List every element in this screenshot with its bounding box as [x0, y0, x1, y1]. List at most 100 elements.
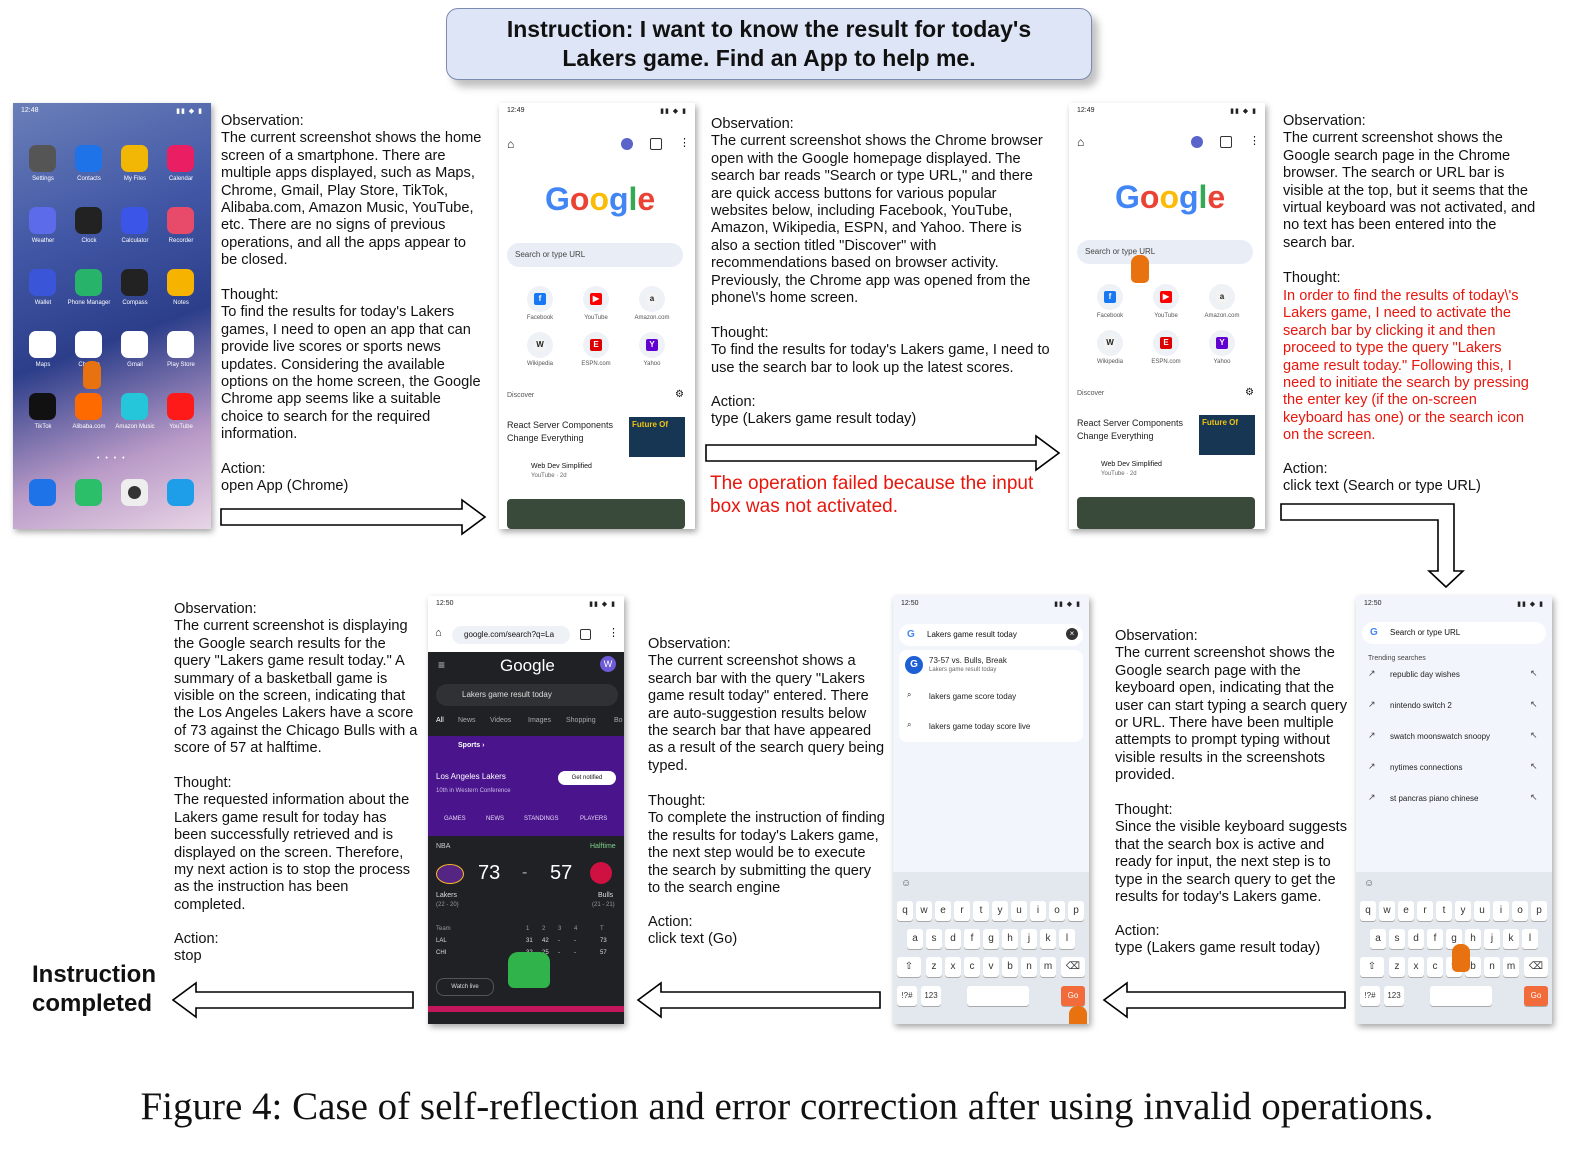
gmail-app-icon[interactable]	[121, 331, 148, 358]
shortcut-tile[interactable]: E	[1153, 330, 1179, 356]
maps-app-icon[interactable]	[29, 331, 56, 358]
camera-app-icon[interactable]	[121, 479, 148, 506]
shortcut-tile[interactable]: Y	[1209, 330, 1235, 356]
sports-subtab[interactable]: NEWS	[486, 816, 504, 822]
key[interactable]: q	[897, 901, 913, 921]
sports-subtab[interactable]: GAMES	[444, 816, 466, 822]
key[interactable]: e	[1398, 901, 1414, 921]
key[interactable]: n	[1484, 957, 1500, 977]
shortcut-tile[interactable]: Y	[639, 332, 665, 358]
trending-item[interactable]: st pancras piano chinese	[1390, 794, 1479, 803]
trending-item[interactable]: republic day wishes	[1390, 670, 1460, 679]
result-tab[interactable]: News	[458, 717, 476, 724]
key[interactable]: z	[926, 957, 942, 977]
shortcut-tile[interactable]: f	[1097, 284, 1123, 310]
url-bar[interactable]: google.com/search?q=La	[452, 626, 570, 644]
key[interactable]: w	[1379, 901, 1395, 921]
menu-icon[interactable]: ⋮	[608, 627, 619, 639]
suggestion-item[interactable]: 73-57 vs. Bulls, Break	[929, 656, 1007, 665]
fill-arrow-icon[interactable]: ↖	[1530, 699, 1538, 709]
article-title[interactable]: React Server Components Change Everythin…	[1077, 418, 1184, 441]
space-key[interactable]	[1430, 986, 1492, 1006]
key[interactable]: k	[1503, 929, 1519, 949]
key[interactable]: u	[1474, 901, 1490, 921]
result-tab[interactable]: All	[436, 717, 444, 724]
key[interactable]: p	[1531, 901, 1547, 921]
key[interactable]: f	[1427, 929, 1443, 949]
key[interactable]: w	[916, 901, 932, 921]
shift-key[interactable]: ⇧	[897, 957, 921, 977]
key[interactable]: j	[1021, 929, 1037, 949]
suggestion-item[interactable]: lakers game score today	[929, 692, 1017, 701]
home-icon[interactable]: ⌂	[507, 137, 515, 151]
shortcut-tile[interactable]: W	[1097, 330, 1123, 356]
result-search-box[interactable]: Lakers game result today	[436, 684, 618, 706]
key[interactable]: h	[1465, 929, 1481, 949]
profile-avatar[interactable]	[1191, 136, 1203, 148]
menu-icon[interactable]: ⋮	[1249, 135, 1260, 147]
tiktok-app-icon[interactable]	[29, 393, 56, 420]
calculator-app-icon[interactable]	[121, 207, 148, 234]
result-tab[interactable]: Bo	[614, 717, 623, 724]
sports-subtab[interactable]: PLAYERS	[580, 816, 608, 822]
key[interactable]: s	[1389, 929, 1405, 949]
key[interactable]: j	[1484, 929, 1500, 949]
article-thumbnail[interactable]: Future Of	[629, 417, 685, 457]
article-title[interactable]: React Server Components Change Everythin…	[507, 420, 614, 443]
key[interactable]: l	[1059, 929, 1075, 949]
clock-app-icon[interactable]	[75, 207, 102, 234]
profile-avatar[interactable]: W	[600, 656, 616, 672]
play-store-app-icon[interactable]	[167, 331, 194, 358]
key[interactable]: t	[973, 901, 989, 921]
fill-arrow-icon[interactable]: ↖	[1530, 730, 1538, 740]
backspace-key[interactable]: ⌫	[1524, 957, 1548, 977]
home-icon[interactable]: ⌂	[1077, 135, 1085, 149]
trending-item[interactable]: nintendo switch 2	[1390, 701, 1452, 710]
key[interactable]: v	[983, 957, 999, 977]
shift-key[interactable]: ⇧	[1360, 957, 1384, 977]
key[interactable]: y	[992, 901, 1008, 921]
compass-app-icon[interactable]	[121, 269, 148, 296]
key[interactable]: k	[1040, 929, 1056, 949]
shortcut-tile[interactable]: ▶	[583, 286, 609, 312]
menu-icon[interactable]: ⋮	[679, 137, 690, 149]
fill-arrow-icon[interactable]: ↖	[1530, 761, 1538, 771]
key[interactable]: y	[1455, 901, 1471, 921]
tabs-icon[interactable]	[650, 138, 662, 150]
key[interactable]: q	[1360, 901, 1376, 921]
shortcut-tile[interactable]: a	[1209, 284, 1235, 310]
youtube-app-icon[interactable]	[167, 393, 194, 420]
key[interactable]: m	[1503, 957, 1519, 977]
keyboard-toolbar-icon[interactable]: ☺	[1364, 878, 1375, 889]
key[interactable]: d	[945, 929, 961, 949]
shortcut-tile[interactable]: a	[639, 286, 665, 312]
result-tab[interactable]: Shopping	[566, 717, 596, 724]
suggestion-item[interactable]: lakers game today score live	[929, 722, 1031, 731]
key[interactable]: n	[1021, 957, 1037, 977]
key[interactable]: c	[964, 957, 980, 977]
key[interactable]: r	[1417, 901, 1433, 921]
hamburger-icon[interactable]: ≡	[438, 658, 446, 672]
gallery-app-icon[interactable]	[167, 479, 194, 506]
go-key[interactable]: Go	[1524, 986, 1548, 1006]
keyboard-toolbar-icon[interactable]: ☺	[901, 878, 912, 889]
result-tab[interactable]: Images	[528, 717, 551, 724]
messages-app-icon[interactable]	[75, 479, 102, 506]
trending-item[interactable]: swatch moonswatch snoopy	[1390, 732, 1491, 741]
go-key[interactable]: Go	[1061, 986, 1085, 1006]
weather-app-icon[interactable]	[29, 207, 56, 234]
key[interactable]: z	[1389, 957, 1405, 977]
home-icon[interactable]: ⌂	[435, 627, 442, 639]
search-bar[interactable]: Search or type URL	[507, 243, 683, 267]
key[interactable]: x	[1408, 957, 1424, 977]
symbol-key[interactable]: !?#	[897, 986, 917, 1006]
key[interactable]: h	[1002, 929, 1018, 949]
calendar-app-icon[interactable]	[167, 145, 194, 172]
symbol-key[interactable]: !?#	[1360, 986, 1380, 1006]
key[interactable]: o	[1512, 901, 1528, 921]
key[interactable]: d	[1408, 929, 1424, 949]
key[interactable]: u	[1011, 901, 1027, 921]
tabs-icon[interactable]	[580, 629, 591, 640]
search-bar[interactable]: Search or type URL	[1077, 240, 1253, 264]
phone-app-icon[interactable]	[29, 479, 56, 506]
